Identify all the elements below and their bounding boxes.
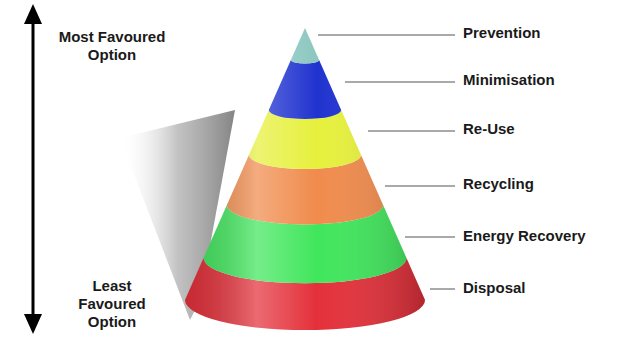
leader-line	[430, 289, 455, 290]
preference-label: Least Favoured Option	[58, 277, 166, 331]
hierarchy-level-label: Prevention	[463, 24, 541, 42]
leader-line	[318, 35, 455, 36]
hierarchy-level-label: Re-Use	[463, 120, 515, 138]
hierarchy-level-label: Minimisation	[463, 71, 555, 89]
leader-line	[368, 131, 455, 132]
leader-line	[385, 186, 455, 187]
hierarchy-level-label: Disposal	[463, 279, 526, 297]
arrow-head-down	[24, 314, 42, 334]
hierarchy-level-label: Recycling	[463, 175, 534, 193]
arrow-head-up	[24, 4, 42, 24]
cone-bands	[185, 28, 425, 330]
preference-label: Most Favoured Option	[58, 28, 166, 64]
leader-line	[405, 237, 455, 238]
leader-line	[345, 82, 455, 83]
preference-arrow-shaft	[32, 20, 35, 318]
hierarchy-level-label: Energy Recovery	[463, 227, 586, 245]
cone-shading	[185, 28, 425, 330]
